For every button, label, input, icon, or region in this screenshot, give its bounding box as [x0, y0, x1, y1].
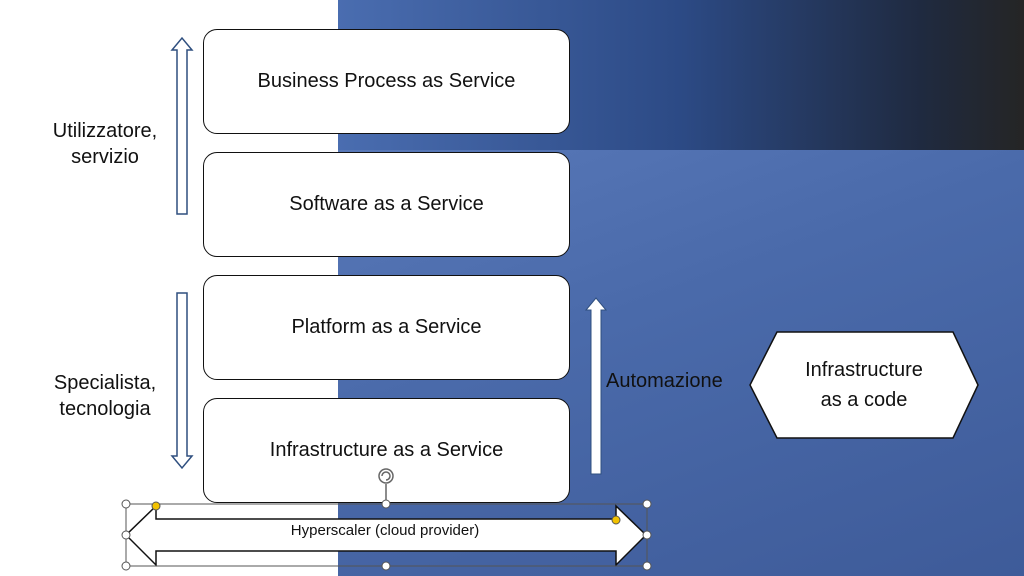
adjust-handles	[151, 501, 621, 525]
automation-label: Automazione	[606, 370, 723, 392]
layer-label: Platform as a Service	[291, 316, 482, 338]
layer-bpaas: Business Process as Service	[203, 29, 570, 134]
selection-handles	[121, 499, 652, 571]
specialist-label: Specialista, tecnologia	[53, 372, 157, 420]
layer-saas: Software as a Service	[203, 152, 570, 257]
layer-label: Software as a Service	[289, 193, 484, 215]
layer-iaas: Infrastructure as a Service	[203, 398, 570, 503]
hyperscaler-label[interactable]: Hyperscaler (cloud provider)	[290, 522, 480, 539]
layer-paas: Platform as a Service	[203, 275, 570, 380]
iac-hexagon	[749, 331, 979, 439]
automation-arrow	[584, 297, 608, 475]
user-label: Utilizzatore, servizio	[52, 120, 158, 168]
down-arrow	[170, 292, 194, 470]
layer-label: Business Process as Service	[257, 70, 516, 92]
rotate-icon	[378, 468, 394, 500]
iac-label: Infrastructure as a code	[805, 359, 923, 411]
up-arrow	[170, 36, 194, 215]
layer-label: Infrastructure as a Service	[269, 439, 504, 461]
